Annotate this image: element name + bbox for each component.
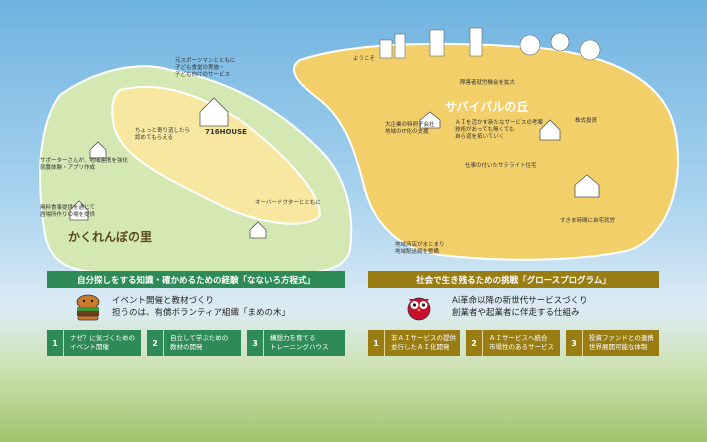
training-caption: 仕事の付いたサテライト住宅 [465,163,537,169]
chotto-caption: ちょっと寄り道したら認めてもらえる [135,128,191,142]
disability-caption: 障害者就労機会を拡大 [460,80,516,86]
older-caption: オーバードクターとともに [255,200,321,206]
left-step-1: 1 ナゼ？に気づくためのイベント開催 [47,330,141,356]
right-step-1: 1 非ＡＩサービスの提供並行したＡＩ化開発 [368,330,460,356]
left-area-label: かくれんぼの里 [68,230,153,244]
left-description: イベント開催と教材づくり担うのは、有償ボランティア組織「まめの木」 [112,296,290,319]
left-step-2: 2 自立して学ぶための教材の開発 [147,330,241,356]
free-food-caption: 無料食事提供を通じて居場所作りの場を提供 [40,205,96,219]
city-skyline [379,27,601,61]
sports-caption: 元スポーツマンとともに子ども食堂の実施・子ども向けのサービス [175,58,236,79]
owl-mascot-icon [404,292,434,322]
welcome-label: ようこそ [353,56,376,62]
right-description: Ai革命以降の新世代サービスづくり創業者や起業者に伴走する仕組み [452,296,588,319]
left-step-3: 3 構想力を育てるトレーニングハウス [247,330,345,356]
right-banner: 社会で生き残るための挑戦「グロースプログラム」 [368,271,659,288]
house-label: 716HOUSE [205,128,247,136]
spare-time-caption: すきま時間に自宅就労 [560,218,616,224]
elderly-caption: 地域商店がまとまり地域配送網を整備 [395,242,445,256]
burger-mascot-icon [73,292,103,322]
right-step-2: 2 ＡＩサービスへ統合市場性のあるサービス [466,330,560,356]
ai-service-caption: ＡＩを活かす新たなサービスの考案技術があっても無くても自ら道を拓いていく [455,120,544,141]
house-sketch [69,97,600,239]
right-area-label: サバイバルの丘 [445,100,529,114]
right-step-3: 3 投資ファンドとの連携世界展開可能な体制 [566,330,659,356]
left-banner: 自分探しをする知識・確かめるための経験「なないろ方程式」 [47,271,345,288]
large-company-caption: 大企業の特例子会社地域のIT化の支援 [385,122,435,136]
investment-caption: 株式投資 [575,118,598,124]
supporter-caption: サポーターさんが、地域連携を強化就農体験・アプリ作成 [40,158,128,172]
